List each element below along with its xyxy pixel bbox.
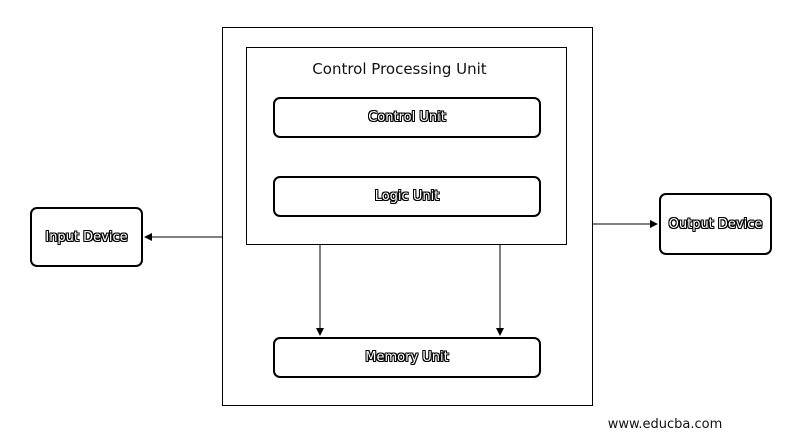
- memory-unit-box: Memory Unit: [273, 337, 541, 378]
- memory-unit-label: Memory Unit: [365, 350, 449, 365]
- cpu-title: Control Processing Unit: [312, 60, 487, 78]
- control-unit-label: Control Unit: [368, 110, 446, 125]
- output-device-label: Output Device: [668, 216, 763, 232]
- control-unit-box: Control Unit: [273, 97, 541, 138]
- logic-unit-label: Logic Unit: [374, 189, 440, 204]
- output-device-box: Output Device: [659, 193, 772, 255]
- cpu-box: [246, 47, 567, 245]
- input-device-label: Input Device: [45, 229, 128, 245]
- outer-system-box: [222, 27, 593, 406]
- logic-unit-box: Logic Unit: [273, 176, 541, 217]
- input-device-box: Input Device: [30, 207, 143, 267]
- watermark: www.educba.com: [607, 417, 723, 432]
